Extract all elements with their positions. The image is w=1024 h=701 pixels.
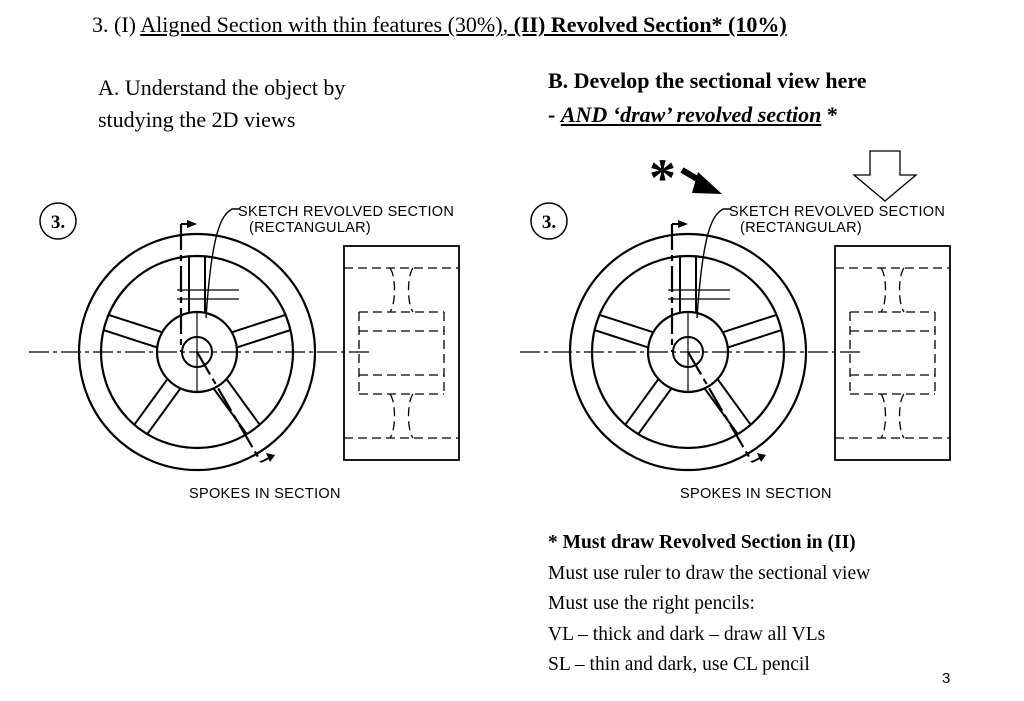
right-badge-circle	[530, 202, 568, 240]
slide-title: 3. (I) Aligned Section with thin feature…	[92, 12, 787, 38]
note-3: VL – thick and dark – draw all VLs	[548, 623, 826, 645]
left-drawing: 3. SKETCH REVOLVED SECTION (RECTANGULAR)…	[27, 202, 460, 502]
section-b-line2: - AND ‘draw’ revolved section *	[548, 98, 867, 132]
left-spokes-label: SPOKES IN SECTION	[189, 486, 341, 502]
left-badge-label: 3.	[51, 212, 65, 233]
title-part2: (II) Revolved Section* (10%)	[513, 12, 787, 37]
note-2: Must use the right pencils:	[548, 593, 755, 614]
right-sketch-label-line2: (RECTANGULAR)	[740, 220, 862, 236]
right-badge-label: 3.	[542, 212, 556, 233]
left-badge-circle	[39, 202, 77, 240]
section-b-line1: B. Develop the sectional view here	[548, 68, 867, 93]
section-b-star: *	[821, 102, 838, 127]
section-b-heading: B. Develop the sectional view here - AND…	[548, 64, 867, 132]
requirements-notes: * Must draw Revolved Section in (II) Mus…	[548, 528, 870, 681]
hollow-down-arrow-icon	[852, 150, 918, 202]
black-arrow-icon	[680, 167, 722, 194]
section-a-line2: studying the 2D views	[98, 107, 296, 132]
page-number: 3	[942, 670, 951, 687]
title-separator: ,	[502, 12, 514, 37]
asterisk-mark: *	[649, 148, 676, 208]
left-wheel-front-view	[27, 218, 374, 472]
right-sketch-label-line1: SKETCH REVOLVED SECTION	[729, 204, 945, 220]
left-sketch-label-line1: SKETCH REVOLVED SECTION	[238, 204, 454, 220]
left-sketch-label-line2: (RECTANGULAR)	[249, 220, 371, 236]
left-sketch-leader	[205, 208, 240, 319]
title-part1: Aligned Section with thin features (30%)	[140, 12, 503, 37]
section-b-dash: -	[548, 102, 561, 127]
right-wheel-side-view	[834, 245, 951, 461]
note-0: * Must draw Revolved Section in (II)	[548, 532, 856, 553]
note-4: SL – thin and dark, use CL pencil	[548, 654, 810, 675]
section-a-line1: A. Understand the object by	[98, 75, 346, 100]
section-a-heading: A. Understand the object by studying the…	[98, 72, 345, 136]
section-b-emphasis: AND ‘draw’ revolved section	[560, 102, 822, 127]
right-drawing: 3. SKETCH REVOLVED SECTION (RECTANGULAR)…	[518, 148, 951, 502]
right-sketch-leader	[696, 208, 731, 319]
note-1: Must use ruler to draw the sectional vie…	[548, 562, 871, 584]
title-prefix: 3. (I)	[92, 12, 141, 37]
right-wheel-front-view	[518, 218, 865, 472]
left-wheel-side-view	[343, 245, 460, 461]
right-spokes-label: SPOKES IN SECTION	[680, 486, 832, 502]
